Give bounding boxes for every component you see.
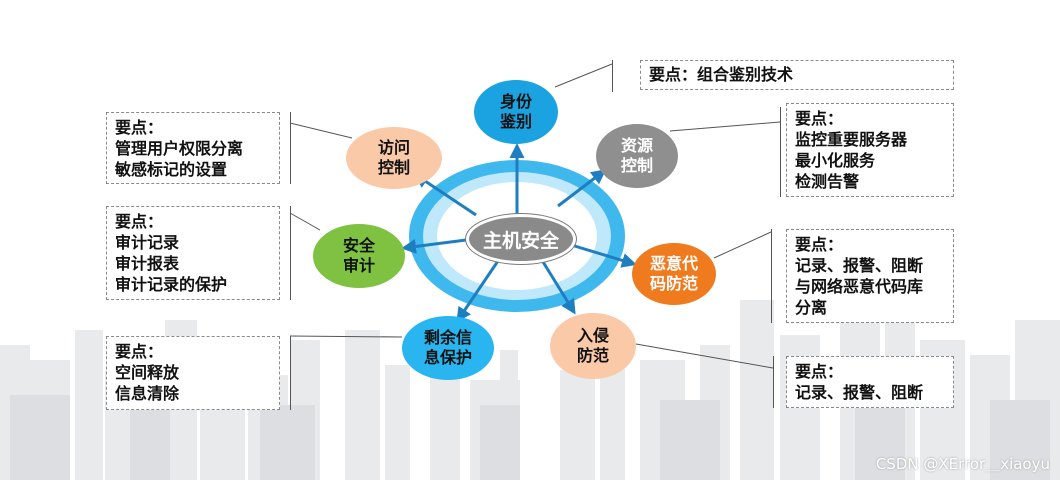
box-line: 要点： <box>115 118 164 137</box>
box-line: 最小化服务 <box>795 151 876 170</box>
node-label-line: 安全 <box>342 236 375 255</box>
node-label-line: 控制 <box>620 156 653 175</box>
box-line: 要点： <box>115 342 164 361</box>
box-line: 要点： <box>115 212 164 231</box>
node-malware-prevention: 恶意代码防范 <box>632 243 716 305</box>
leader-auth <box>554 63 613 88</box>
arrow-intrusion <box>538 256 576 315</box>
box-line: 管理用户权限分离 <box>115 139 244 158</box>
node-label-line: 鉴别 <box>499 112 532 131</box>
leader-malware <box>713 231 772 259</box>
watermark: CSDN @XError＿xiaoyu <box>875 455 1050 473</box>
node-label-line: 防范 <box>576 346 609 365</box>
leader-resource <box>669 121 781 132</box>
box-line: 要点： <box>795 362 844 381</box>
node-label-line: 剩余信 <box>423 328 472 347</box>
node-access-control: 访问控制 <box>346 127 442 189</box>
node-resource-control: 资源控制 <box>596 124 678 188</box>
arrow-access <box>413 173 477 217</box>
keypoint-box-residual: 要点： 空间释放 信息清除 <box>106 336 280 410</box>
box-line: 空间释放 <box>115 363 180 382</box>
bracket-resource <box>780 107 790 197</box>
box-line: 与网络恶意代码库 <box>795 277 924 296</box>
arrow-residual <box>456 257 502 323</box>
arrow-malware <box>567 242 637 268</box>
leader-intrusion <box>635 343 774 369</box>
keypoint-box-audit: 要点： 审计记录 审计报表 审计记录的保护 <box>106 206 280 300</box>
node-label-line: 资源 <box>620 136 653 155</box>
box-line: 审计记录 <box>115 233 180 252</box>
keypoint-box-resource: 要点： 监控重要服务器 最小化服务 检测告警 <box>786 103 954 197</box>
arrow-audit <box>401 238 467 254</box>
box-line: 要点： <box>795 109 844 128</box>
box-line: 敏感标记的设置 <box>115 160 228 179</box>
box-line: 信息清除 <box>115 384 180 403</box>
box-line: 要点： <box>795 235 844 254</box>
leader-residual <box>289 335 403 338</box>
box-line: 分离 <box>795 298 828 317</box>
node-intrusion-prevention: 入侵防范 <box>550 313 636 379</box>
node-label-line: 入侵 <box>576 326 609 345</box>
node-label-line: 息保护 <box>423 348 472 367</box>
bracket-access <box>290 112 300 184</box>
arrow-resource <box>557 169 607 208</box>
leader-access <box>289 122 353 139</box>
node-label-line: 码防范 <box>649 274 698 293</box>
node-label-line: 审计 <box>342 256 375 275</box>
node-label-line: 恶意代 <box>649 254 698 273</box>
keypoint-box-access: 要点： 管理用户权限分离 敏感标记的设置 <box>106 112 280 184</box>
bracket-audit <box>290 206 300 300</box>
center-hub: 主机安全 <box>466 214 576 264</box>
box-line: 检测告警 <box>795 172 860 191</box>
box-line: 监控重要服务器 <box>795 130 908 149</box>
box-line: 记录、报警、阻断 <box>795 383 924 402</box>
center-label: 主机安全 <box>482 229 559 252</box>
node-identity-auth: 身份鉴别 <box>474 80 558 144</box>
node-label-line: 控制 <box>377 158 410 177</box>
bracket-intrusion <box>773 356 783 408</box>
node-label-line: 访问 <box>377 138 410 157</box>
keypoint-box-malware: 要点： 记录、报警、阻断 与网络恶意代码库 分离 <box>786 229 954 323</box>
leader-audit <box>289 212 321 231</box>
box-line: 审计报表 <box>115 254 180 273</box>
keypoint-box-auth: 要点：组合鉴别技术 <box>640 60 954 90</box>
bracket-malware <box>771 229 781 323</box>
node-label-line: 身份 <box>499 92 532 111</box>
bracket-residual <box>290 336 300 410</box>
keypoint-box-intrusion: 要点： 记录、报警、阻断 <box>786 356 954 408</box>
node-security-audit: 安全审计 <box>313 224 405 288</box>
bracket-auth <box>612 60 622 92</box>
box-line: 要点：组合鉴别技术 <box>649 65 794 84</box>
box-line: 审计记录的保护 <box>115 275 228 294</box>
box-line: 记录、报警、阻断 <box>795 256 924 275</box>
node-residual-info-protection: 剩余信息保护 <box>402 316 494 380</box>
